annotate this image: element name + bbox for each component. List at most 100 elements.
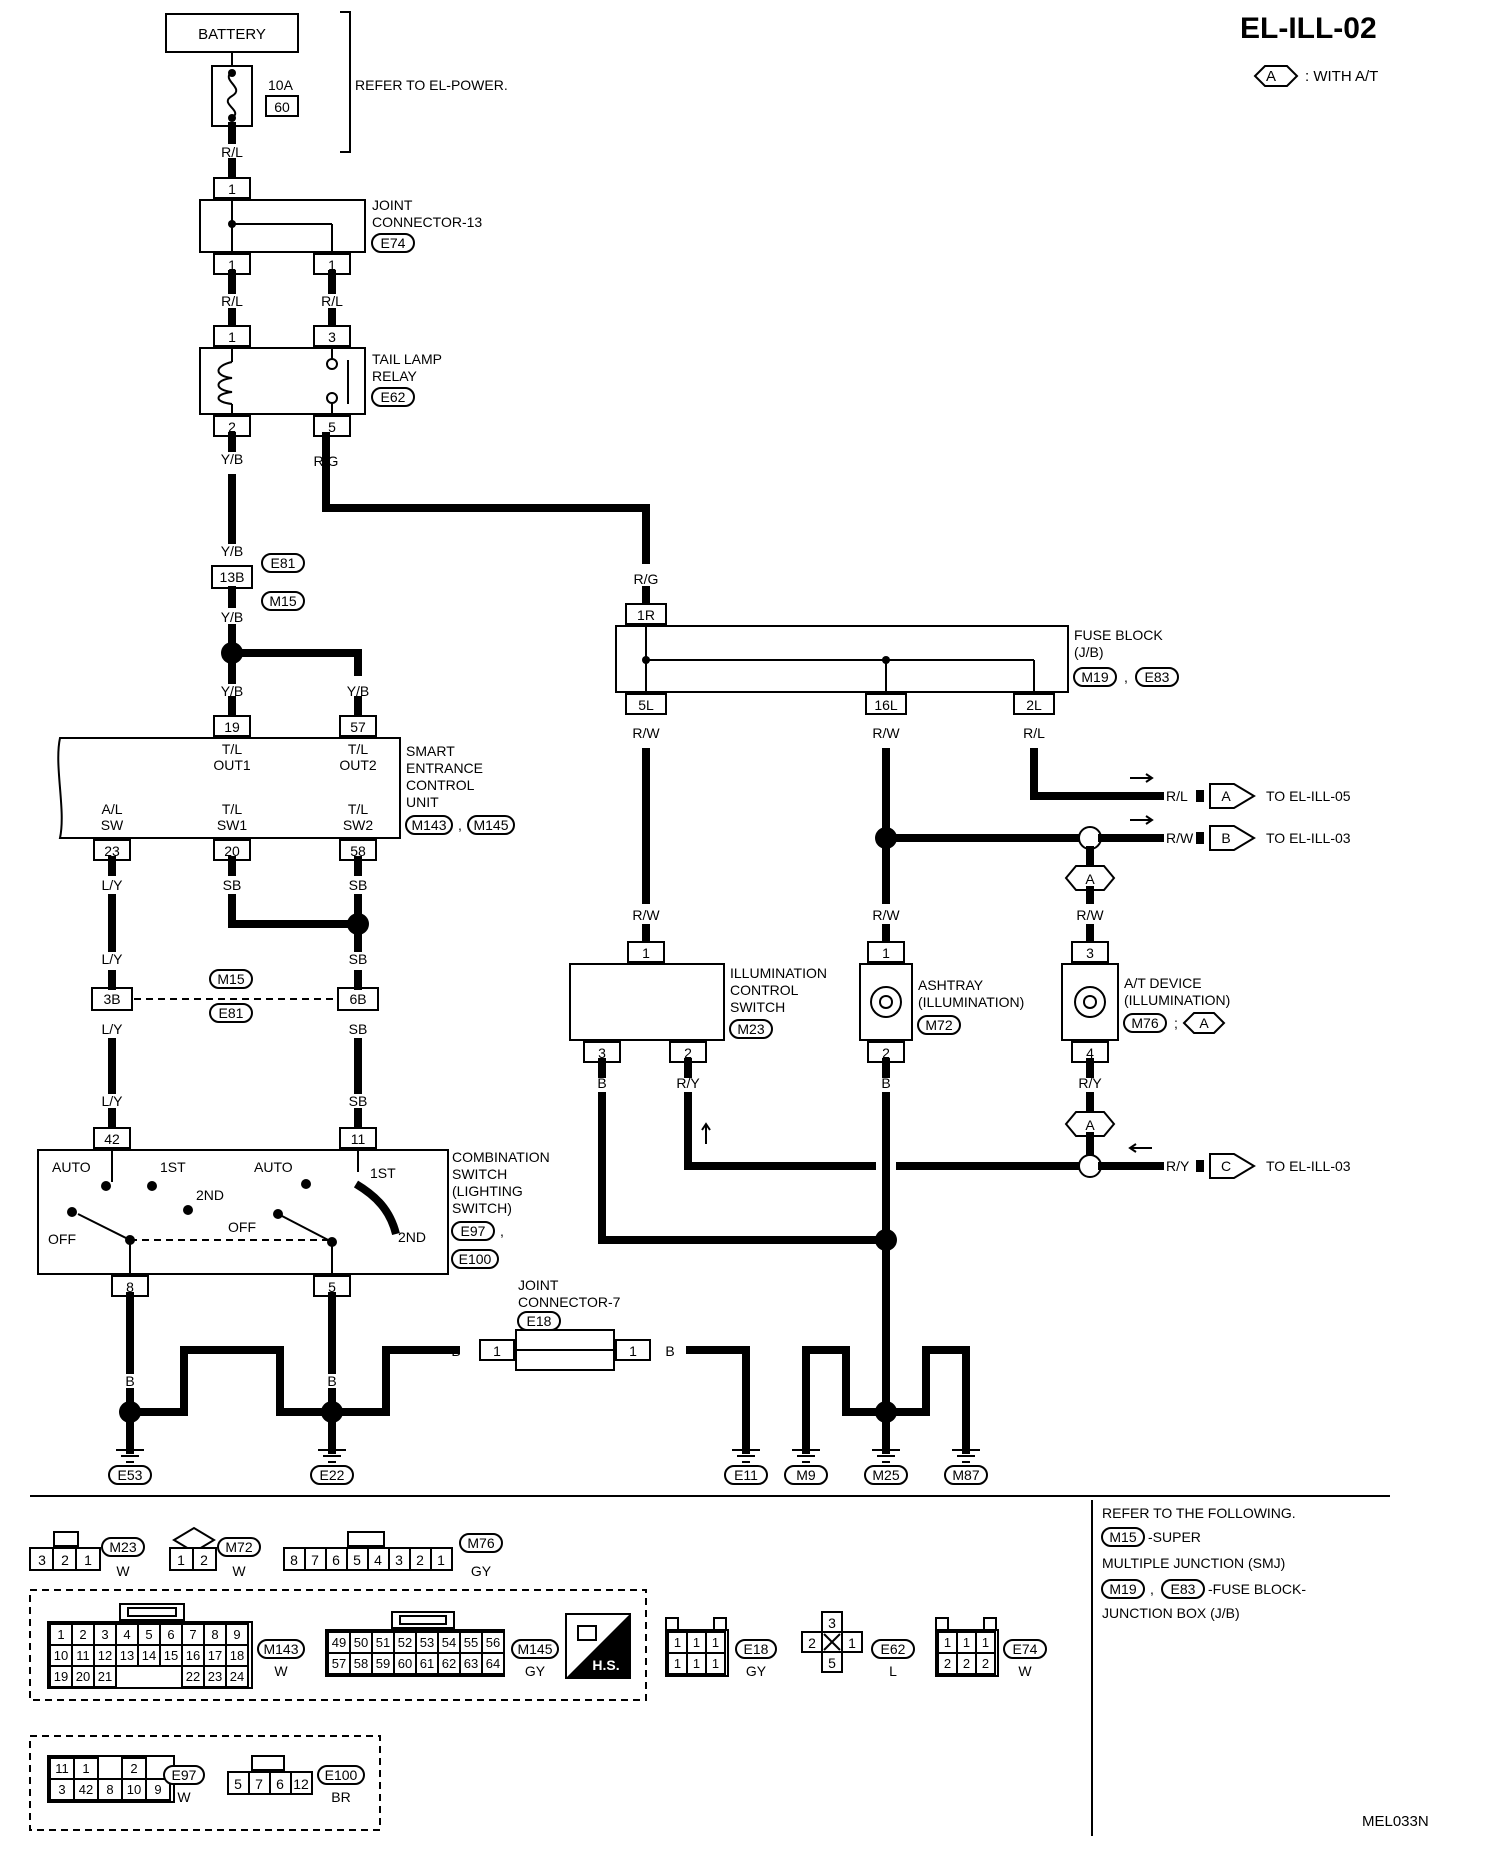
svg-text:5: 5 bbox=[328, 419, 336, 435]
connector-cell bbox=[145, 1778, 171, 1801]
at-device-illumination: 3 4 A/T DEVICE (ILLUMINATION) M76 ; A bbox=[1061, 941, 1230, 1063]
connector-cell bbox=[225, 1665, 249, 1688]
svg-text:A: A bbox=[1199, 1015, 1209, 1031]
svg-text:MULTIPLE JUNCTION (SMJ): MULTIPLE JUNCTION (SMJ) bbox=[1102, 1555, 1285, 1571]
notes: REFER TO THE FOLLOWING. M15 -SUPER MULTI… bbox=[1101, 1505, 1306, 1621]
svg-text:Y/B: Y/B bbox=[221, 683, 244, 699]
svg-text:B: B bbox=[921, 1373, 930, 1389]
svg-text:W: W bbox=[274, 1663, 288, 1679]
fuse-block: 1R 5L 16L 2L FUSE BLOCK (J/B) M19 , E83 bbox=[615, 603, 1179, 715]
svg-text:W: W bbox=[116, 1563, 130, 1579]
svg-text:L/Y: L/Y bbox=[101, 877, 123, 893]
svg-text:16L: 16L bbox=[874, 697, 898, 713]
svg-text:,: , bbox=[458, 817, 462, 833]
connector-cell-label: 11 bbox=[55, 1761, 69, 1776]
svg-text:M76: M76 bbox=[1131, 1015, 1158, 1031]
connector-cell-label: 9 bbox=[233, 1627, 240, 1642]
svg-text:M145: M145 bbox=[473, 817, 508, 833]
connector-cell-label: 52 bbox=[398, 1635, 412, 1650]
connector-cell-label: 54 bbox=[442, 1635, 456, 1650]
smart-entrance-control-unit: 19 57 T/L OUT1 T/L OUT2 A/L SW T/L SW1 T… bbox=[57, 715, 515, 861]
connector-cell-label: 60 bbox=[398, 1656, 412, 1671]
svg-text:1ST: 1ST bbox=[370, 1165, 396, 1181]
svg-text:AUTO: AUTO bbox=[52, 1159, 91, 1175]
svg-text:1: 1 bbox=[642, 945, 650, 961]
svg-text:8: 8 bbox=[290, 1552, 298, 1568]
figure-id: MEL033N bbox=[1362, 1813, 1429, 1830]
connector-cell-label: 12 bbox=[98, 1648, 112, 1663]
svg-text:M15: M15 bbox=[1109, 1529, 1136, 1545]
svg-text:3: 3 bbox=[328, 329, 336, 345]
connector-cell-label: 50 bbox=[354, 1635, 368, 1650]
connector-cell-label: 17 bbox=[208, 1648, 222, 1663]
svg-text:M143: M143 bbox=[263, 1641, 298, 1657]
svg-text:R/Y: R/Y bbox=[1166, 1158, 1190, 1174]
connector-cell-label: 7 bbox=[189, 1627, 196, 1642]
connector-cell-label: 59 bbox=[376, 1656, 390, 1671]
svg-text:E74: E74 bbox=[381, 235, 406, 251]
page-code: EL-ILL-02 bbox=[1240, 12, 1377, 45]
svg-text:-SUPER: -SUPER bbox=[1148, 1529, 1201, 1545]
svg-text:CONTROL: CONTROL bbox=[730, 982, 799, 998]
harness-side-icon: H.S. bbox=[565, 1613, 631, 1679]
connector-cell-label: 2 bbox=[982, 1656, 989, 1671]
svg-text:6B: 6B bbox=[349, 991, 366, 1007]
connector-cell-label: 56 bbox=[486, 1635, 500, 1650]
svg-text:5: 5 bbox=[828, 1655, 836, 1671]
illumination-control-switch: 1 3 2 ILLUMINATION CONTROL SWITCH M23 bbox=[569, 941, 827, 1063]
svg-text:3: 3 bbox=[395, 1552, 403, 1568]
svg-text:2: 2 bbox=[200, 1552, 208, 1568]
svg-text:B: B bbox=[881, 1075, 890, 1091]
connector-m72: 1 2 M72 W bbox=[169, 1526, 261, 1579]
connector-cell-label: 13 bbox=[120, 1648, 134, 1663]
svg-text:JUNCTION BOX (J/B): JUNCTION BOX (J/B) bbox=[1102, 1605, 1240, 1621]
connector-cell-label: 51 bbox=[376, 1635, 390, 1650]
svg-text:1: 1 bbox=[629, 1343, 637, 1359]
svg-text:1R: 1R bbox=[637, 607, 655, 623]
svg-text:AUTO: AUTO bbox=[254, 1159, 293, 1175]
svg-text:2: 2 bbox=[808, 1635, 816, 1651]
connector-cell-label: 9 bbox=[154, 1782, 161, 1797]
ground-m87: M87 bbox=[944, 1449, 988, 1485]
svg-text:2ND: 2ND bbox=[398, 1229, 426, 1245]
svg-text:3: 3 bbox=[38, 1552, 46, 1568]
svg-text:SB: SB bbox=[349, 1021, 368, 1037]
fuse-60: 10A 60 bbox=[211, 65, 299, 127]
svg-text:SB: SB bbox=[349, 877, 368, 893]
svg-text:-FUSE BLOCK-: -FUSE BLOCK- bbox=[1208, 1581, 1306, 1597]
svg-text:E83: E83 bbox=[1145, 669, 1170, 685]
svg-text:3: 3 bbox=[598, 1045, 606, 1061]
ashtray-illumination: 1 2 ASHTRAY (ILLUMINATION) M72 bbox=[859, 941, 1024, 1063]
ref-el-ill-03-c: R/Y C TO EL-ILL-03 bbox=[1128, 1143, 1351, 1179]
tail-lamp-relay: 1 3 2 5 TAIL LAMP RELAY E62 bbox=[199, 325, 442, 437]
svg-text:B: B bbox=[801, 1373, 810, 1389]
svg-text:SB: SB bbox=[223, 877, 242, 893]
svg-text:OUT1: OUT1 bbox=[213, 757, 251, 773]
svg-text:JOINT: JOINT bbox=[518, 1277, 559, 1293]
connector-cell-label: 61 bbox=[420, 1656, 434, 1671]
svg-text:1: 1 bbox=[328, 257, 336, 273]
connector-cell-label: 1 bbox=[693, 1656, 700, 1671]
connector-cell-label: 18 bbox=[230, 1648, 244, 1663]
svg-text:3B: 3B bbox=[103, 991, 120, 1007]
svg-text:6: 6 bbox=[276, 1776, 284, 1792]
battery: BATTERY bbox=[165, 13, 299, 53]
connector-cell-label: 1 bbox=[712, 1656, 719, 1671]
connector-cell-label: 1 bbox=[674, 1656, 681, 1671]
svg-text:B: B bbox=[841, 1373, 850, 1389]
svg-text:OUT2: OUT2 bbox=[339, 757, 377, 773]
svg-text:L/Y: L/Y bbox=[101, 951, 123, 967]
svg-text:R/W: R/W bbox=[632, 725, 660, 741]
connector-cell-label: 2 bbox=[79, 1627, 86, 1642]
svg-text:M72: M72 bbox=[225, 1539, 252, 1555]
connector-cell bbox=[481, 1652, 505, 1675]
svg-text:SW1: SW1 bbox=[217, 817, 248, 833]
connector-cell-label: 1 bbox=[57, 1627, 64, 1642]
connector-cell bbox=[705, 1652, 726, 1675]
svg-text:A: A bbox=[1221, 788, 1231, 804]
svg-text:2ND: 2ND bbox=[196, 1187, 224, 1203]
connector-cell-label: 1 bbox=[982, 1635, 989, 1650]
svg-text:A: A bbox=[1085, 1117, 1095, 1133]
option-a-top: A bbox=[1064, 865, 1116, 891]
svg-text:R/L: R/L bbox=[321, 293, 343, 309]
